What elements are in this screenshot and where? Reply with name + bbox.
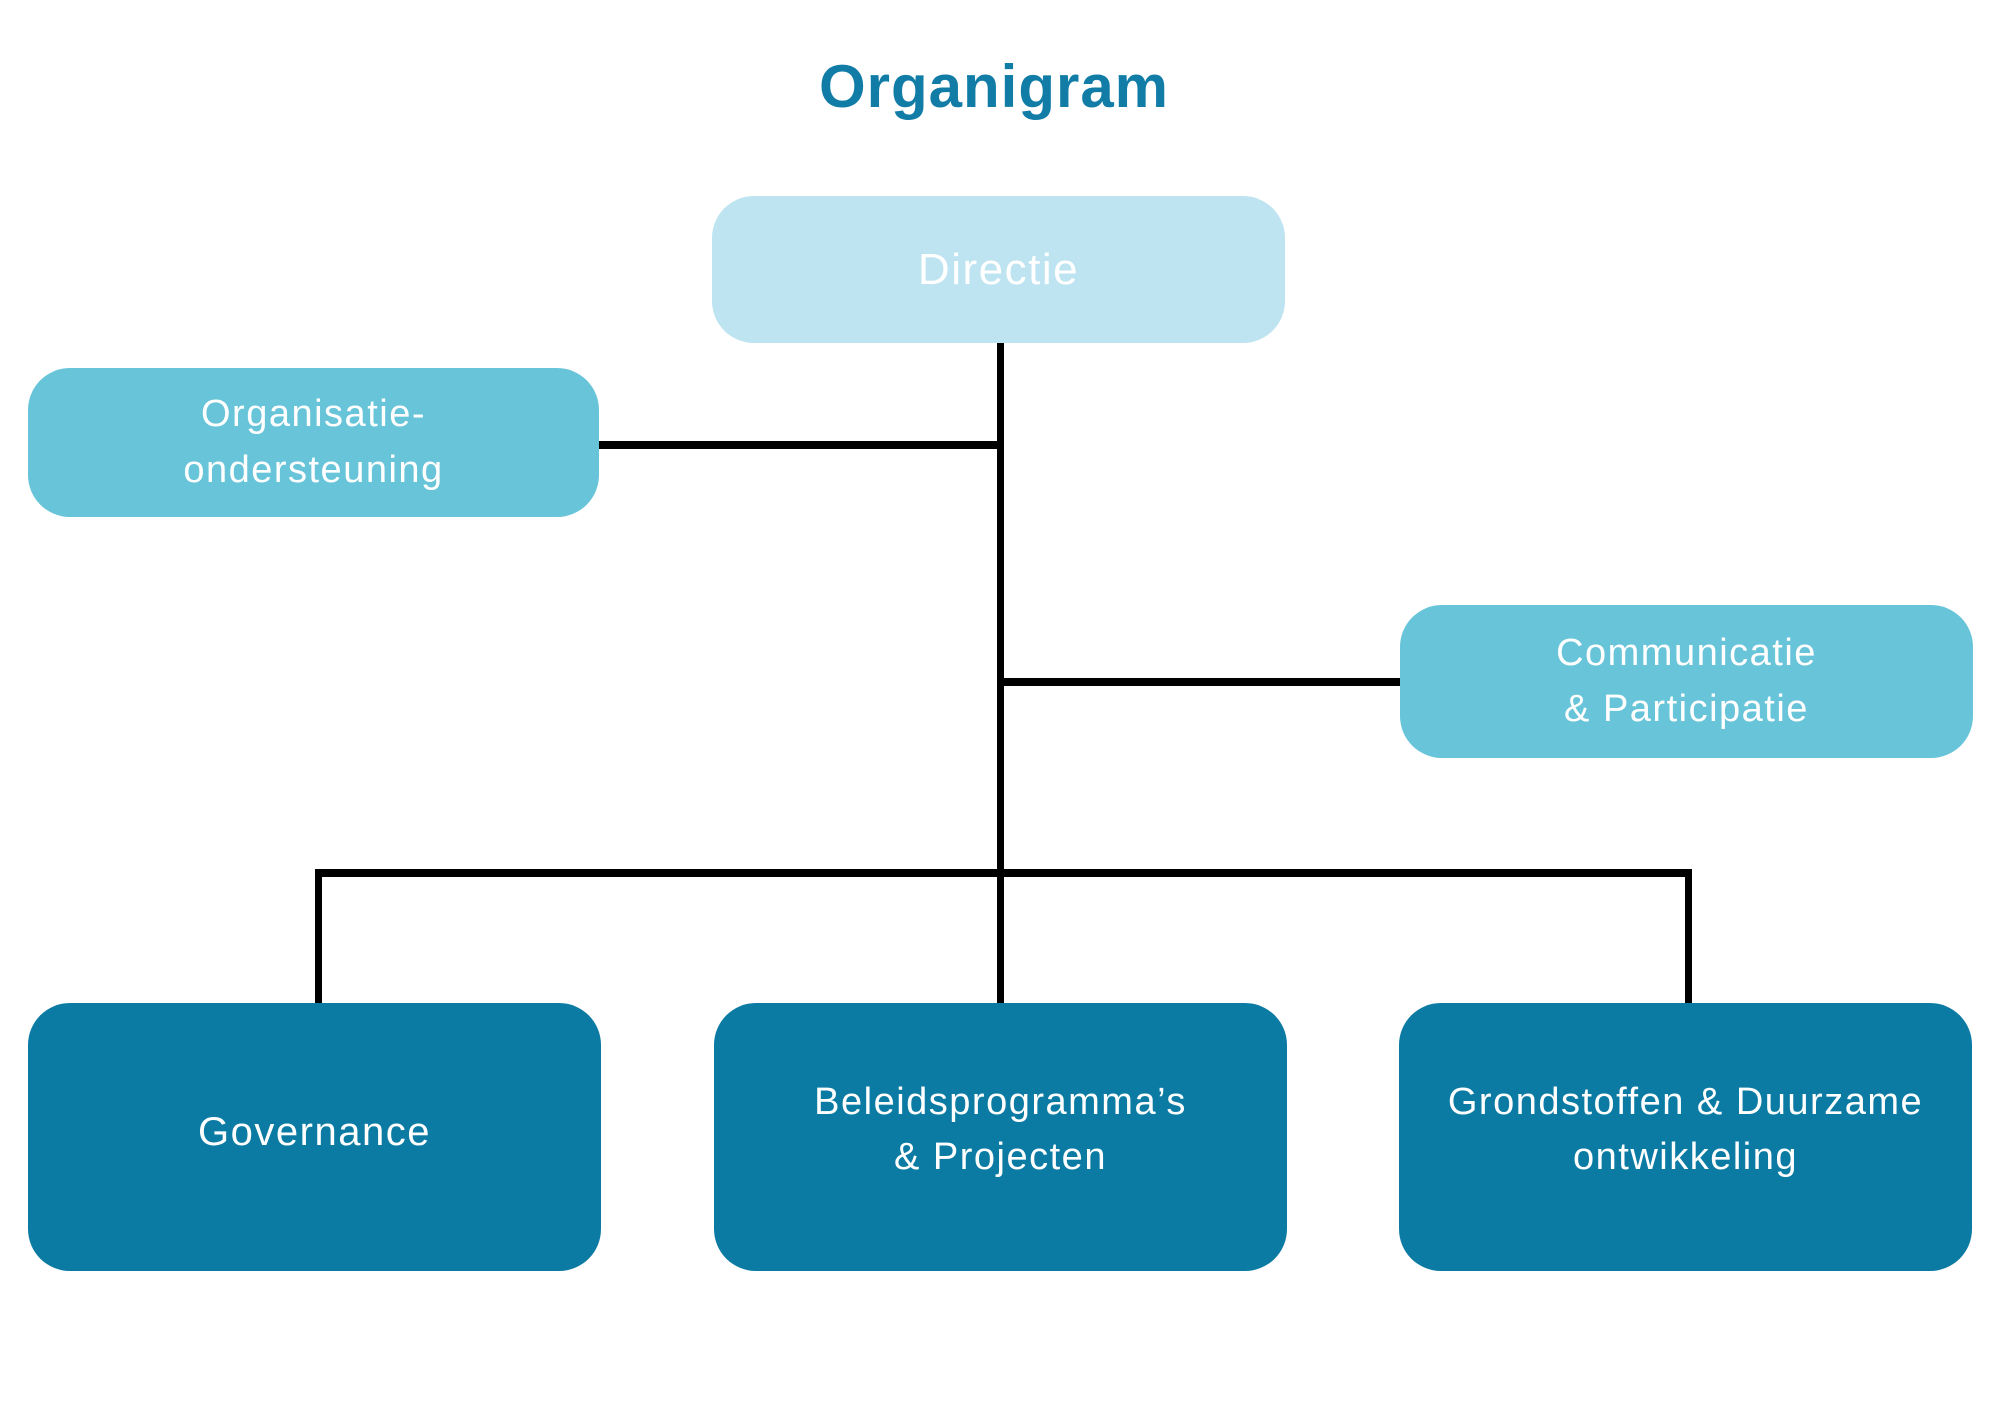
connector-grondstoffen-drop — [1685, 869, 1692, 1003]
connector-communicatie-branch — [997, 678, 1400, 686]
connector-organisatie-branch — [599, 441, 1004, 449]
page-title: Organigram — [818, 53, 1170, 120]
connector-trunk-vertical — [997, 343, 1004, 1003]
org-node-directie: Directie — [712, 196, 1285, 343]
connector-bottom-row-horizontal — [315, 869, 1692, 877]
org-node-organisatie-ondersteuning: Organisatie- ondersteuning — [28, 368, 599, 517]
org-node-beleidsprogrammas-projecten: Beleidsprogramma’s & Projecten — [714, 1003, 1287, 1271]
org-node-grondstoffen-duurzame-ontwikkeling: Grondstoffen & Duurzame ontwikkeling — [1399, 1003, 1972, 1271]
connector-governance-drop — [315, 869, 322, 1003]
org-node-governance: Governance — [28, 1003, 601, 1271]
org-node-communicatie-participatie: Communicatie & Participatie — [1400, 605, 1973, 758]
